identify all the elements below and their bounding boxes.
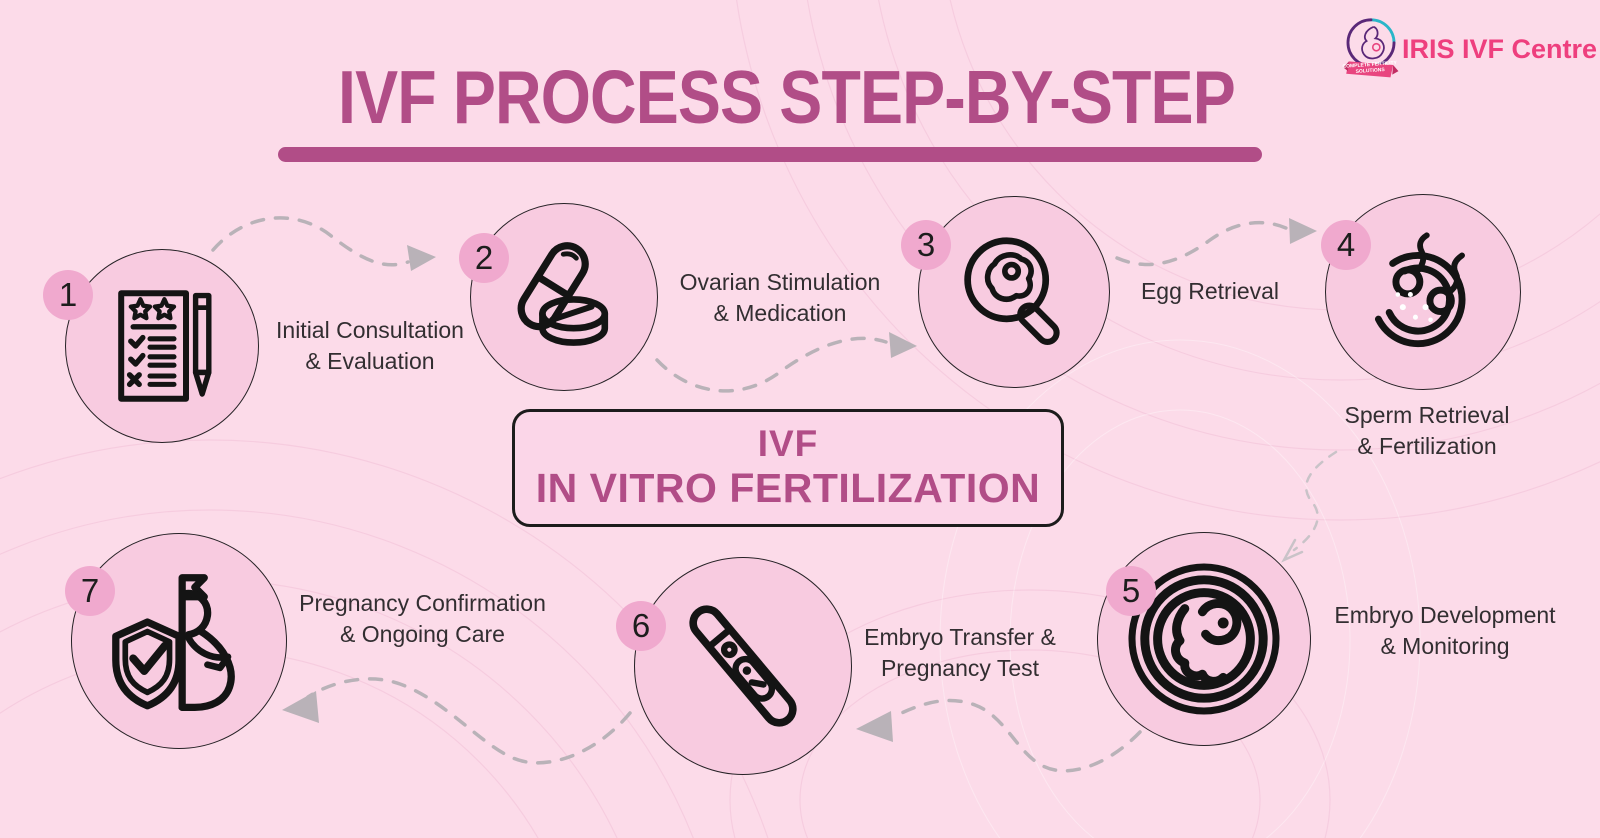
arrowhead-1-2: [407, 245, 436, 271]
arrowhead-6-7: [282, 691, 319, 723]
step-circle-5: [1097, 532, 1311, 746]
sperm-fertilization-icon: [1370, 232, 1466, 348]
center-box-line2: IN VITRO FERTILIZATION: [535, 464, 1041, 511]
step-label-3: Egg Retrieval: [1140, 278, 1280, 304]
step-circle-7: [71, 533, 287, 749]
page-title-wrap: IVF PROCESS STEP-BY-STEP: [265, 60, 1275, 135]
connector-5-6: [891, 698, 1142, 773]
step-label-6: Embryo Transfer &Pregnancy Test: [864, 624, 1056, 681]
step-label-7: Pregnancy Confirmation& Ongoing Care: [299, 590, 546, 647]
arrowhead-4-5: [1281, 538, 1304, 563]
step-number-badge: 2: [459, 233, 509, 283]
iris-ivf-logo-icon: [1343, 18, 1399, 78]
pregnancy-test-icon: [689, 605, 797, 727]
checklist-document-icon: [118, 290, 212, 402]
center-box-line1: IVF: [757, 423, 819, 465]
connector-3-4: [1115, 220, 1288, 267]
step-label-4: Sperm Retrieval& Fertilization: [1344, 402, 1510, 459]
arrowhead-2-3: [889, 332, 917, 358]
connector-1-2: [211, 216, 410, 267]
pregnancy-care-shield-icon: [112, 574, 235, 711]
step-number-badge: 4: [1321, 220, 1371, 270]
step-label-5: Embryo Development& Monitoring: [1334, 602, 1556, 659]
brand-name: IRIS IVF Centre: [1402, 34, 1598, 64]
step-circle-2: [470, 203, 658, 391]
embryo-icon: [1128, 563, 1280, 715]
step-number-badge: 6: [616, 601, 666, 651]
logo: COMPLETE FERTILITY SOLUTIONS IRIS IVF Ce…: [1318, 8, 1597, 88]
connector-4-5: [1292, 450, 1338, 552]
step-number-badge: 3: [901, 220, 951, 270]
step-label-2: Ovarian Stimulation& Medication: [679, 269, 881, 326]
title-underline-bar: [278, 147, 1262, 162]
arrowhead-5-6: [856, 711, 893, 742]
arrowhead-3-4: [1289, 218, 1317, 244]
connector-6-7: [306, 677, 632, 765]
step-number-badge: 5: [1106, 566, 1156, 616]
step-circle-3: [918, 196, 1110, 388]
step-label-1: Initial Consultation& Evaluation: [276, 317, 464, 374]
step-circle-6: [634, 557, 852, 775]
egg-magnifier-icon: [964, 237, 1060, 345]
page-title: IVF PROCESS STEP-BY-STEP: [338, 55, 1236, 139]
connector-2-3: [655, 336, 888, 393]
step-circle-1: [65, 249, 259, 443]
step-number-badge: 1: [43, 270, 93, 320]
step-number-badge: 7: [65, 566, 115, 616]
medication-pills-icon: [517, 242, 609, 346]
center-ivf-box: IVF IN VITRO FERTILIZATION: [512, 409, 1064, 527]
